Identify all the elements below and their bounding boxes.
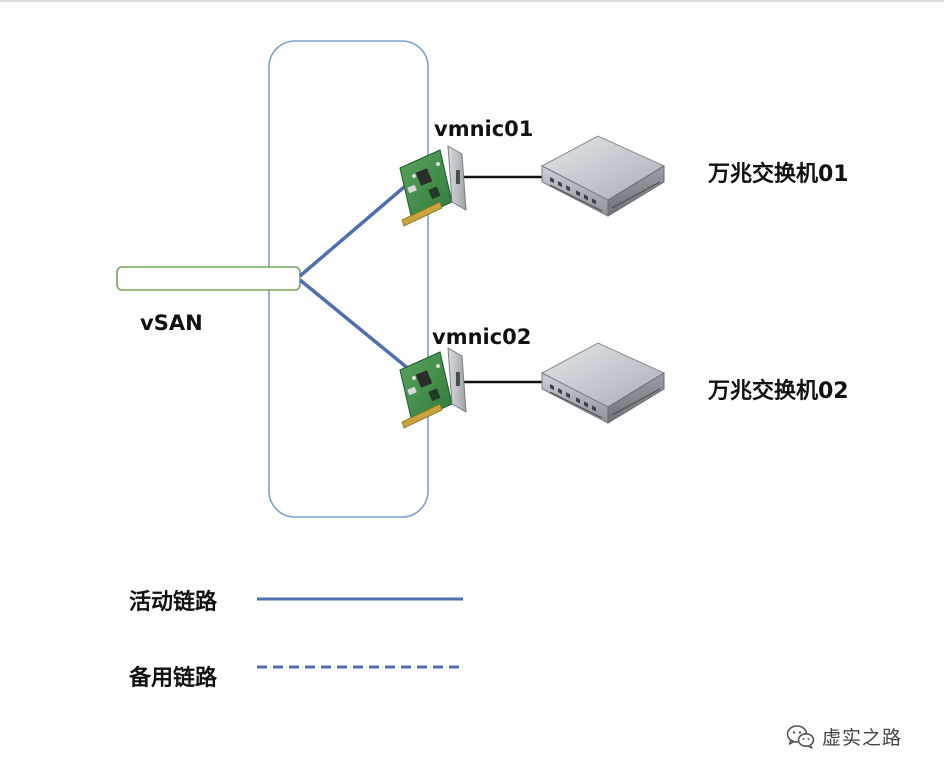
switch-icon-01 [541, 135, 665, 217]
vmnic01-label: vmnic01 [434, 117, 534, 141]
switch-icon-02 [541, 342, 665, 424]
vmnic02-label: vmnic02 [432, 325, 532, 349]
legend-active-label: 活动链路 [129, 590, 218, 615]
nic-card-icon-vmnic02 [399, 347, 467, 429]
vsan-port-bar [116, 266, 301, 291]
top-divider [0, 0, 944, 2]
active-uplink-vmnic01 [298, 180, 412, 278]
wechat-icon [786, 725, 815, 749]
switch02-label: 万兆交换机02 [708, 379, 849, 404]
vsan-label: vSAN [140, 311, 203, 335]
active-uplink-vmnic02 [298, 278, 412, 372]
watermark-text: 虚实之路 [822, 726, 903, 749]
watermark: 虚实之路 [786, 722, 902, 750]
legend-standby-label: 备用链路 [129, 666, 218, 691]
switch01-label: 万兆交换机01 [708, 162, 849, 187]
nic-card-icon-vmnic01 [399, 145, 467, 227]
